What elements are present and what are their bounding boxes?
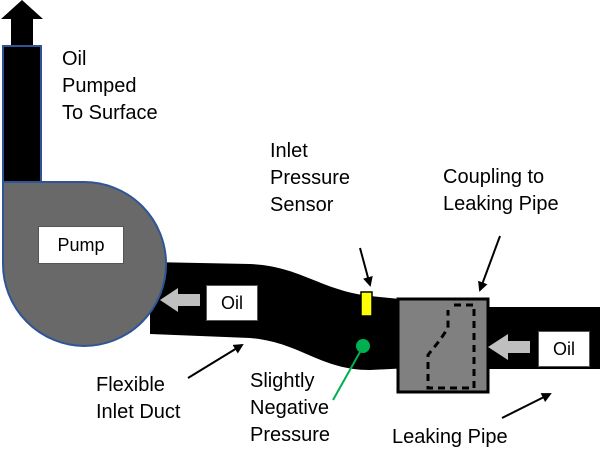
pointer-arrow-icon (478, 235, 501, 292)
pump-box: Pump (38, 226, 124, 264)
flow-arrow-icon (160, 288, 200, 312)
leaking-pipe-label: Leaking Pipe (392, 426, 508, 448)
flexible-inlet-duct-label: Flexible Inlet Duct (96, 374, 181, 423)
pointer-arrow-icon (501, 393, 552, 419)
discharge-pipe (2, 45, 42, 187)
sensor-icon (360, 291, 373, 317)
flow-arrow-icon (488, 334, 530, 360)
oil-box-left: Oil (206, 285, 258, 321)
pressure-pointer (332, 351, 361, 401)
up-arrow-icon (1, 0, 43, 48)
oil-box-right: Oil (538, 331, 590, 367)
pointer-arrow-icon (359, 247, 373, 287)
coupling-label: Coupling to Leaking Pipe (443, 166, 559, 215)
negative-pressure-label: Slightly Negative Pressure (250, 370, 331, 446)
inlet-pressure-sensor-label: Inlet Pressure Sensor (270, 140, 351, 216)
pressure-dot-icon (356, 339, 370, 353)
pump-housing (2, 181, 167, 348)
oil-pumped-label: Oil Pumped To Surface (62, 48, 158, 124)
pointer-arrow-icon (187, 343, 244, 379)
